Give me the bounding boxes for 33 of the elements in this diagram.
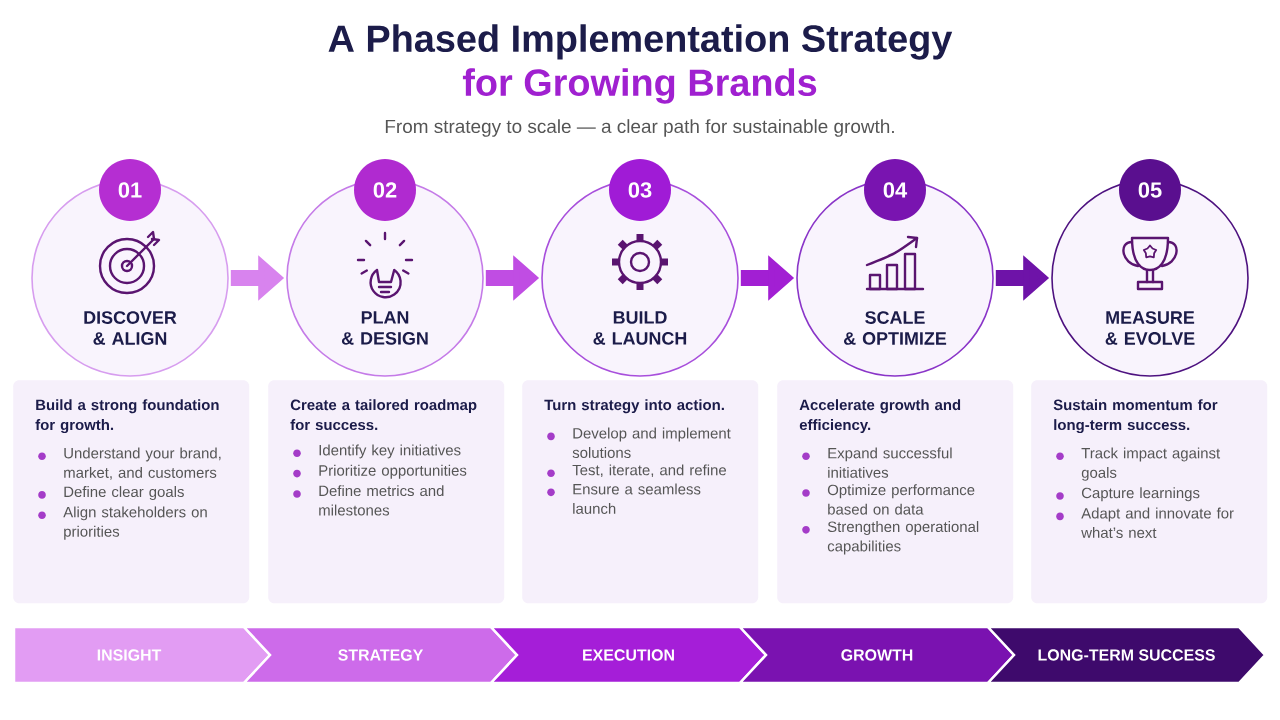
bullet-item: Capture learnings	[1056, 487, 1200, 502]
title: for Growing Brands	[462, 68, 817, 104]
number-badge: 03	[609, 159, 671, 221]
bullet-item: Identify key initiatives	[293, 444, 461, 459]
bullet-item: Track impact against goals	[1056, 447, 1221, 481]
chevron-band: STRATEGY	[241, 625, 519, 685]
card-heading: Create a tailored roadmap for success.	[290, 399, 477, 431]
chevron-band: INSIGHT	[12, 625, 272, 685]
chevron-band: EXECUTION	[488, 625, 768, 685]
bullet-item: Understand your brand, market, and customers	[38, 447, 221, 480]
bullet-item: Develop and implement solutions	[547, 427, 731, 458]
bullet-item: Align stakeholders on priorities	[38, 506, 207, 540]
bullet-item: Define clear goals	[38, 486, 184, 500]
bullet-item: Optimize performance based on data	[802, 484, 975, 515]
title: A Phased Implementation Strategy	[328, 24, 953, 60]
bullet-item: Prioritize opportunities	[293, 464, 467, 479]
number-badge: 02	[354, 159, 416, 221]
bullet-item: Ensure a seamless launch	[547, 483, 701, 514]
bullet-item: Strengthen operational capabilities	[802, 521, 979, 555]
number-badge: 05	[1119, 159, 1181, 221]
number-badge: 01	[99, 159, 161, 221]
chevron-band: GROWTH	[737, 625, 1016, 685]
card-heading: Sustain momentum for long-term success.	[1053, 399, 1218, 434]
card-heading: Turn strategy into action.	[544, 399, 724, 414]
card-heading: Build a strong foundation for growth.	[35, 399, 219, 434]
subtitle: From strategy to scale — a clear path for sustainable growth.	[385, 119, 894, 137]
bullet-item: Expand successful initiatives	[802, 447, 952, 478]
card-heading: Accelerate growth and efficiency.	[799, 399, 961, 434]
chevron-band: LONG-TERM SUCCESS	[985, 625, 1267, 685]
bullet-item: Test, iterate, and refine	[547, 464, 727, 478]
bullet-item: Define metrics and milestones	[293, 485, 444, 516]
bullet-item: Adapt and innovate for what’s next	[1056, 507, 1234, 538]
number-badge: 04	[864, 159, 926, 221]
